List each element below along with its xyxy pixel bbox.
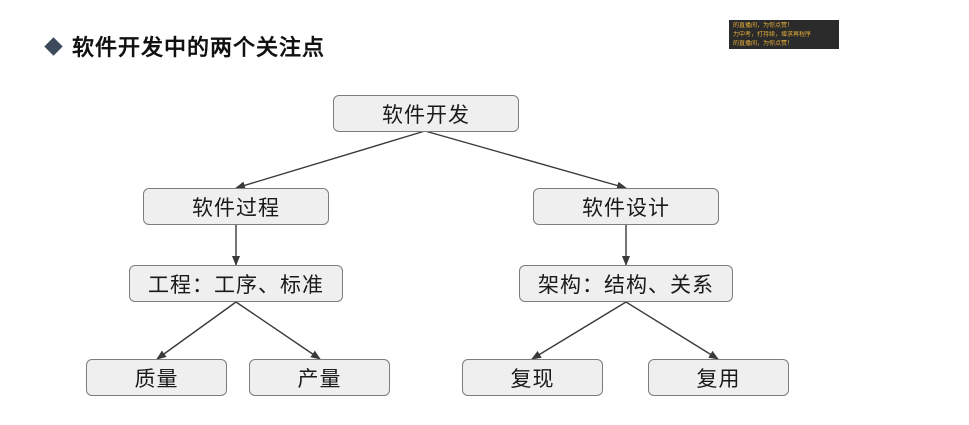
arrow-architecture-to-reuse [531,301,627,360]
arrow-engineering-to-output [235,301,321,360]
page-title: 软件开发中的两个关注点 [44,30,325,62]
node-quality: 质量 [86,359,227,396]
overlay-line-1: 的直播间，为你点赞！ [733,21,794,29]
arrow-root-to-design [424,130,627,190]
overlay-line-2: 力中考，打持续，增求再程序 [733,30,812,38]
node-reuse2: 复用 [648,359,789,396]
live-comment-overlay: 的直播间，为你点赞！ 力中考，打持续，增求再程序 的直播间，为你点赞！ [729,20,839,49]
node-architecture: 架构：结构、关系 [519,265,733,302]
page-title-text: 软件开发中的两个关注点 [72,36,326,61]
overlay-line-3: 的直播间，为你点赞！ [733,39,794,47]
arrow-engineering-to-quality [156,301,237,360]
node-software-design: 软件设计 [533,188,719,225]
arrow-root-to-process [235,130,426,190]
node-output: 产量 [249,359,390,396]
arrow-architecture-to-reuse2 [625,301,719,360]
node-software-development: 软件开发 [333,95,519,132]
node-engineering: 工程：工序、标准 [129,265,343,302]
node-reuse: 复现 [462,359,603,396]
node-software-process: 软件过程 [143,188,329,225]
